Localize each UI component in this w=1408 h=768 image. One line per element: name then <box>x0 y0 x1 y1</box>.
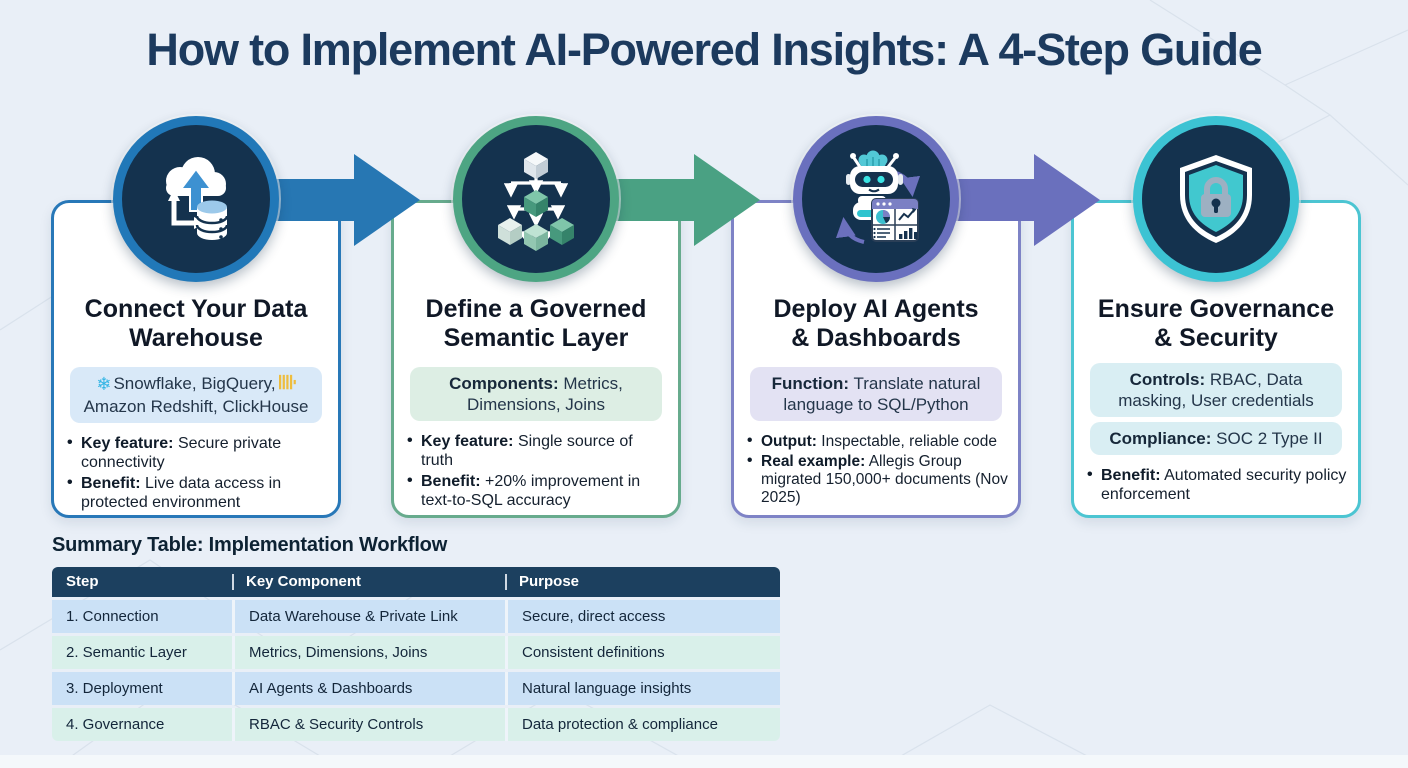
column-header-step: Step <box>66 573 99 590</box>
cell-key-component: Metrics, Dimensions, Joins <box>232 636 505 669</box>
header-separator <box>232 574 234 590</box>
column-header-key-component: Key Component <box>246 573 362 590</box>
step3-bullet-list: Output: Inspectable, reliable code Real … <box>746 432 1008 506</box>
step-title: Ensure Governance& Security <box>1097 295 1335 352</box>
flow-arrow-3 <box>956 154 1100 246</box>
page-title: How to Implement AI-Powered Insights: A … <box>146 24 1262 75</box>
bullet-item: Real example: Allegis Group migrated 150… <box>746 452 1008 506</box>
flow-arrow-2 <box>616 154 760 246</box>
summary-table: Step Key Component Purpose 1. Connection… <box>52 567 780 741</box>
step1-icon-badge <box>113 116 279 282</box>
table-row: 4. Governance RBAC & Security Controls D… <box>52 708 780 741</box>
step2-icon-badge <box>453 116 619 282</box>
step3-function-badge: Function: Translate natural language to … <box>750 367 1002 422</box>
step2-bullet-list: Key feature: Single source of truth Bene… <box>406 432 668 511</box>
step4-controls-badge: Controls: RBAC, Data masking, User crede… <box>1090 363 1342 418</box>
header-separator <box>505 574 507 590</box>
cell-purpose: Secure, direct access <box>505 600 780 633</box>
cell-key-component: RBAC & Security Controls <box>232 708 505 741</box>
cell-step: 3. Deployment <box>52 672 232 705</box>
step2-components-badge: Components: Metrics, Dimensions, Joins <box>410 367 662 422</box>
snowflake-icon: ❄ <box>96 374 112 394</box>
cell-purpose: Consistent definitions <box>505 636 780 669</box>
summary-heading: Summary Table: Implementation Workflow <box>52 534 448 556</box>
step3-icon-badge <box>793 116 959 282</box>
cell-key-component: AI Agents & Dashboards <box>232 672 505 705</box>
step4-bullet-list: Benefit: Automated security policy enfor… <box>1086 466 1348 505</box>
step-card-governance-security: Ensure Governance& Security Controls: RB… <box>1071 200 1361 518</box>
clickhouse-icon <box>276 374 296 396</box>
table-row: 1. Connection Data Warehouse & Private L… <box>52 600 780 633</box>
step-title: Deploy AI Agents& Dashboards <box>773 295 979 352</box>
bullet-item: Key feature: Single source of truth <box>406 432 668 471</box>
bullet-item: Benefit: Live data access in protected e… <box>66 474 328 513</box>
step4-icon-badge <box>1133 116 1299 282</box>
bullet-item: Benefit: +20% improvement in text-to-SQL… <box>406 472 668 511</box>
step-card-ai-agents-dashboards: Deploy AI Agents& Dashboards Function: T… <box>731 200 1021 518</box>
cell-step: 2. Semantic Layer <box>52 636 232 669</box>
bullet-item: Output: Inspectable, reliable code <box>746 432 1008 451</box>
column-header-purpose: Purpose <box>519 573 580 590</box>
summary-section: Summary Table: Implementation Workflow S… <box>52 534 780 741</box>
step1-platforms-badge: ❄Snowflake, BigQuery, Amazon Redshift, C… <box>70 367 322 424</box>
step4-compliance-badge: Compliance: SOC 2 Type II <box>1090 422 1342 456</box>
bullet-item: Benefit: Automated security policy enfor… <box>1086 466 1348 505</box>
cloud-database-sync-icon <box>166 157 229 240</box>
cell-key-component: Data Warehouse & Private Link <box>232 600 505 633</box>
table-row: 3. Deployment AI Agents & Dashboards Nat… <box>52 672 780 705</box>
cell-purpose: Data protection & compliance <box>505 708 780 741</box>
step1-bullet-list: Key feature: Secure private connectivity… <box>66 434 328 513</box>
robot-dashboard-icon <box>835 150 921 244</box>
flow-arrow-1 <box>276 154 420 246</box>
cell-step: 1. Connection <box>52 600 232 633</box>
bottom-band <box>0 755 1408 768</box>
shield-lock-icon <box>1180 155 1252 243</box>
cube-hierarchy-icon <box>498 152 574 251</box>
table-row: 2. Semantic Layer Metrics, Dimensions, J… <box>52 636 780 669</box>
cell-purpose: Natural language insights <box>505 672 780 705</box>
bullet-item: Key feature: Secure private connectivity <box>66 434 328 473</box>
cell-step: 4. Governance <box>52 708 232 741</box>
table-header-row: Step Key Component Purpose <box>52 567 780 597</box>
